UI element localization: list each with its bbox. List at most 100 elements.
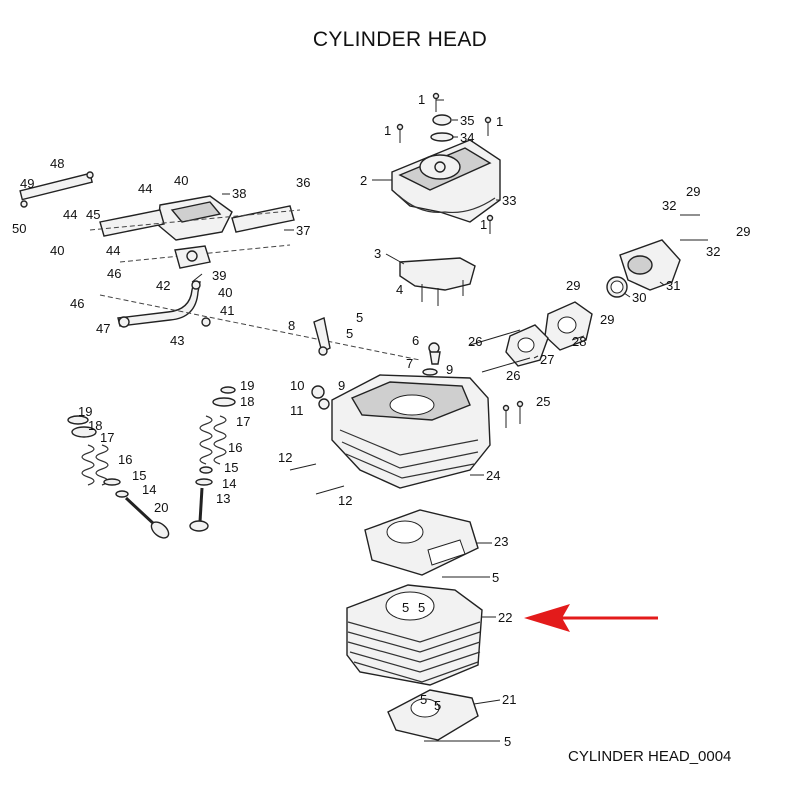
diagram-footer-code: CYLINDER HEAD_0004 <box>568 748 732 765</box>
callout: 1 <box>418 92 425 107</box>
callout: 41 <box>220 303 234 318</box>
valve-spring-left <box>67 415 129 498</box>
callout: 9 <box>446 362 453 377</box>
callout: 5 <box>402 600 409 615</box>
callout: 40 <box>218 285 232 300</box>
callout: 18 <box>240 394 254 409</box>
callout: 18 <box>88 418 102 433</box>
callout: 35 <box>460 113 474 128</box>
camshaft-holder <box>89 195 301 263</box>
callout: 40 <box>174 173 188 188</box>
base-gasket <box>387 689 479 741</box>
callout: 6 <box>412 333 419 348</box>
callout: 34 <box>460 130 474 145</box>
callout: 29 <box>600 312 614 327</box>
callout: 14 <box>222 476 236 491</box>
callout: 4 <box>396 282 403 297</box>
callout: 1 <box>496 114 503 129</box>
callout: 28 <box>572 334 586 349</box>
callout: 19 <box>240 378 254 393</box>
callout: 17 <box>100 430 114 445</box>
leader-lines <box>191 99 665 742</box>
callout: 5 <box>356 310 363 325</box>
o-ring <box>606 276 628 298</box>
callout: 43 <box>170 333 184 348</box>
callout: 29 <box>736 224 750 239</box>
callout: 31 <box>666 278 680 293</box>
callout: 16 <box>228 440 242 455</box>
callout: 44 <box>63 207 77 222</box>
callout: 5 <box>418 600 425 615</box>
red-pointer-arrow <box>524 604 658 632</box>
callout: 23 <box>494 534 508 549</box>
callout: 40 <box>50 243 64 258</box>
callout: 26 <box>506 368 520 383</box>
callout: 29 <box>686 184 700 199</box>
studs <box>469 214 708 373</box>
callout: 1 <box>480 217 487 232</box>
cylinder-head <box>331 374 491 489</box>
callout: 42 <box>156 278 170 293</box>
callout: 44 <box>106 243 120 258</box>
callout: 33 <box>502 193 516 208</box>
callout: 44 <box>138 181 152 196</box>
callout: 5 <box>420 692 427 707</box>
callout: 25 <box>536 394 550 409</box>
callout: 3 <box>374 246 381 261</box>
callout: 5 <box>434 698 441 713</box>
bolt-pair-25 <box>502 400 524 428</box>
callout: 13 <box>216 491 230 506</box>
callout: 47 <box>96 321 110 336</box>
spark-plug <box>313 317 331 356</box>
callout: 46 <box>107 266 121 281</box>
callout: 19 <box>78 404 92 419</box>
callout-labels: 1 1 1 1 35 34 2 33 3 4 48 49 50 40 44 38… <box>12 92 750 749</box>
callout: 36 <box>296 175 310 190</box>
callout: 12 <box>338 493 352 508</box>
callout: 5 <box>504 734 511 749</box>
callout: 1 <box>384 123 391 138</box>
callout: 39 <box>212 268 226 283</box>
valve-cover <box>391 139 501 223</box>
assembly-line-oilpipe <box>99 294 421 361</box>
callout: 8 <box>288 318 295 333</box>
callout: 32 <box>706 244 720 259</box>
fittings <box>311 342 441 410</box>
intake-pipe <box>619 239 681 291</box>
callout: 9 <box>338 378 345 393</box>
oil-cap <box>430 114 454 142</box>
callout: 50 <box>12 221 26 236</box>
callout: 5 <box>492 570 499 585</box>
cylinder-block <box>346 584 483 686</box>
callout: 29 <box>566 278 580 293</box>
callout: 24 <box>486 468 500 483</box>
dowel-pins <box>289 463 345 495</box>
bolts-top <box>396 92 494 234</box>
callout: 38 <box>232 186 246 201</box>
callout: 15 <box>224 460 238 475</box>
rocker-shaft <box>19 171 94 208</box>
callout: 48 <box>50 156 64 171</box>
callout: 32 <box>662 198 676 213</box>
valve-left <box>124 496 170 539</box>
callout: 45 <box>86 207 100 222</box>
callout: 49 <box>20 176 34 191</box>
oil-pipe <box>117 280 211 328</box>
callout: 7 <box>406 356 413 371</box>
head-gasket <box>364 509 479 576</box>
callout: 16 <box>118 452 132 467</box>
callout: 30 <box>632 290 646 305</box>
callout: 20 <box>154 500 168 515</box>
callout: 21 <box>502 692 516 707</box>
valve-right <box>189 487 209 532</box>
callout: 12 <box>278 450 292 465</box>
callout: 5 <box>346 326 353 341</box>
callout: 22 <box>498 610 512 625</box>
bracket <box>399 257 476 306</box>
callout: 15 <box>132 468 146 483</box>
callout: 46 <box>70 296 84 311</box>
callout: 10 <box>290 378 304 393</box>
callout: 2 <box>360 173 367 188</box>
callout: 26 <box>468 334 482 349</box>
